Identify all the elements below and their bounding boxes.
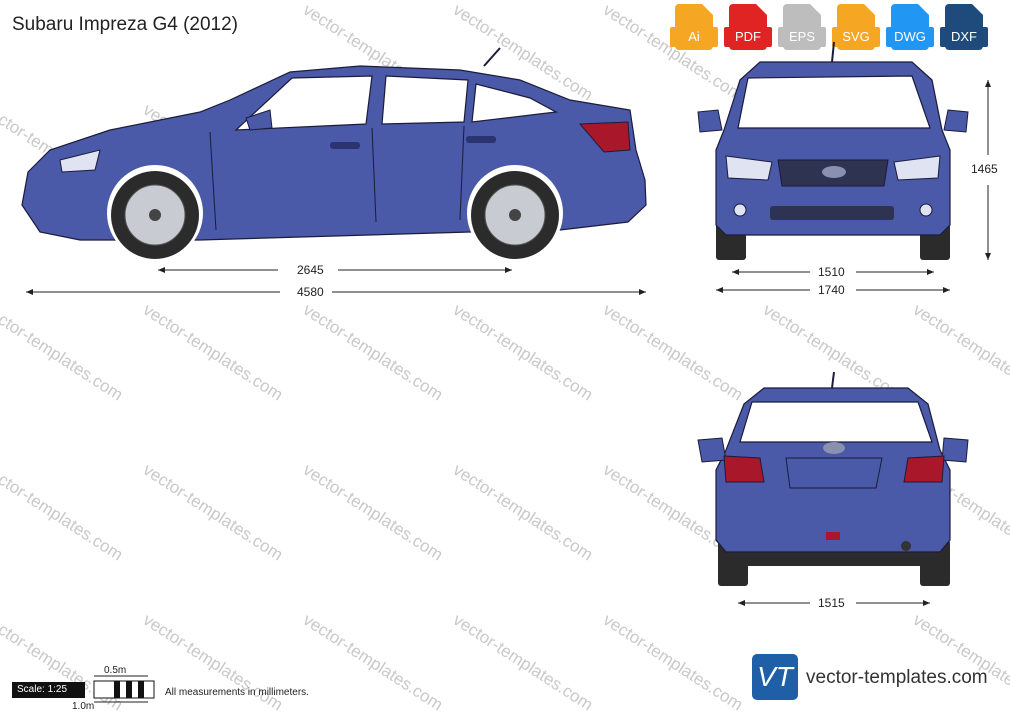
front-track-dimension: 1510	[815, 265, 848, 279]
format-label: DWG	[886, 27, 934, 47]
antenna	[483, 47, 501, 67]
eps-format-button[interactable]: EPS	[778, 4, 826, 52]
measurement-note: All measurements in millimeters.	[165, 687, 309, 698]
antenna	[831, 371, 835, 389]
format-label: SVG	[832, 27, 880, 47]
headlight	[725, 155, 773, 181]
brand-name[interactable]: vector-templates.com	[806, 667, 988, 688]
scale-half-label: 0.5m	[104, 665, 127, 676]
door-line	[459, 125, 465, 221]
antenna	[831, 41, 835, 63]
dwg-format-button[interactable]: DWG	[886, 4, 934, 52]
tail-light	[903, 455, 945, 483]
scale-bar	[93, 675, 155, 703]
side-mirror	[697, 437, 727, 463]
rear-view	[697, 371, 969, 606]
format-label: DXF	[940, 27, 988, 47]
rear-window	[381, 75, 469, 125]
scale-full-label: 1.0m	[72, 701, 95, 712]
brand-emblem	[822, 166, 846, 178]
format-buttons: Ai PDF EPS SVG DWG DXF	[670, 4, 988, 52]
side-view	[21, 47, 647, 295]
dxf-format-button[interactable]: DXF	[940, 4, 988, 52]
tail-light	[723, 455, 765, 483]
door-line	[209, 131, 217, 231]
door-handle	[330, 142, 360, 149]
side-mirror	[941, 437, 969, 463]
fog-light	[733, 203, 747, 217]
door-line	[371, 127, 377, 223]
wheelbase-dimension: 2645	[294, 263, 327, 277]
tail-light	[578, 121, 631, 153]
rear-window	[739, 401, 933, 443]
ai-format-button[interactable]: Ai	[670, 4, 718, 52]
width-dimension: 1740	[815, 283, 848, 297]
door-handle	[466, 136, 496, 143]
side-mirror	[697, 109, 723, 133]
format-label: EPS	[778, 27, 826, 47]
scale-label: Scale: 1:25	[12, 682, 85, 698]
brand-logo[interactable]: VT	[752, 654, 798, 700]
quarter-window	[471, 83, 558, 123]
format-label: PDF	[724, 27, 772, 47]
format-label: Ai	[670, 27, 718, 47]
exhaust-pipe	[901, 541, 911, 551]
rear-fog-light	[826, 532, 840, 540]
side-mirror	[943, 109, 969, 133]
lower-grille	[770, 206, 894, 220]
headlight	[893, 155, 941, 181]
headlight	[59, 149, 101, 173]
front-view	[697, 41, 991, 293]
brand-emblem	[823, 442, 845, 454]
length-dimension: 4580	[294, 285, 327, 299]
side-mirror	[245, 109, 273, 131]
page-title: Subaru Impreza G4 (2012)	[12, 14, 239, 35]
windshield	[737, 75, 931, 129]
pdf-format-button[interactable]: PDF	[724, 4, 772, 52]
trunk-lid	[785, 457, 883, 489]
height-dimension: 1465	[968, 162, 1001, 176]
fog-light	[919, 203, 933, 217]
svg-format-button[interactable]: SVG	[832, 4, 880, 52]
rear-track-dimension: 1515	[815, 596, 848, 610]
